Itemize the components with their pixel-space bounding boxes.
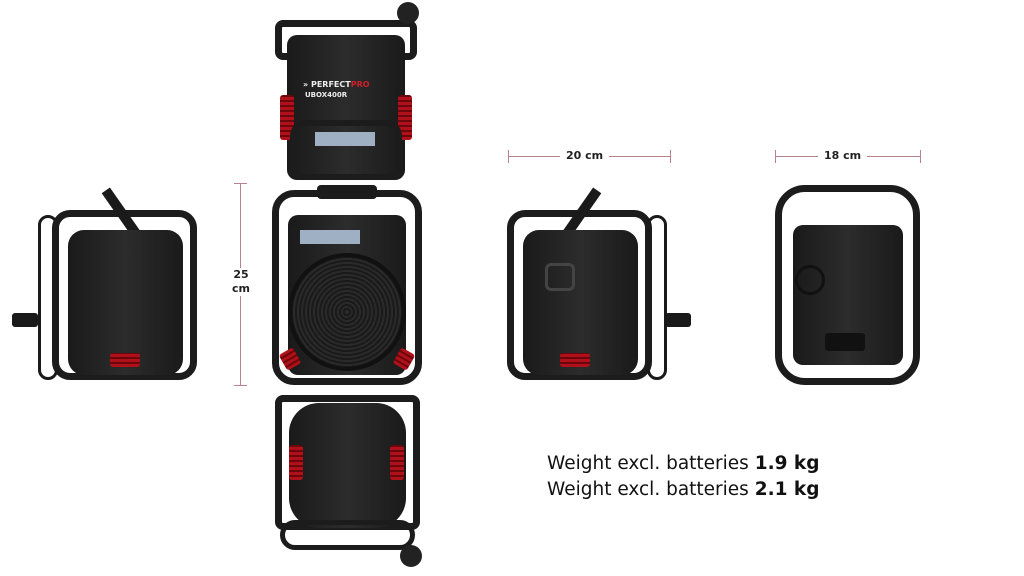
radio-right-side-view — [505, 185, 697, 385]
radio-back-view — [765, 185, 925, 385]
website-label — [820, 285, 870, 295]
radio-left-side-view — [10, 185, 202, 385]
weight-line-1: Weight excl. batteries 1.9 kg — [547, 453, 819, 474]
weight-value: 2.1 kg — [754, 479, 820, 500]
weight-line-2: Weight excl. batteries 2.1 kg — [547, 479, 819, 500]
radio-front-view — [272, 185, 422, 385]
depth-label: 18 cm — [818, 149, 868, 162]
weight-label: Weight excl. batteries — [547, 479, 749, 500]
radio-bottom-view — [275, 395, 422, 573]
brand-logo: » PERFECTPRO — [303, 80, 370, 89]
model-logo: UBOX400R — [305, 91, 348, 99]
radio-display — [300, 230, 360, 244]
height-label: 25 cm — [226, 268, 256, 296]
weight-value: 1.9 kg — [754, 453, 820, 474]
width-label: 20 cm — [560, 149, 610, 162]
handle-knob-icon — [397, 2, 419, 24]
weight-label: Weight excl. batteries — [547, 453, 749, 474]
radio-display — [315, 132, 375, 146]
radio-top-view: » PERFECTPRO UBOX400R — [275, 2, 419, 183]
speaker-grille — [288, 253, 406, 371]
